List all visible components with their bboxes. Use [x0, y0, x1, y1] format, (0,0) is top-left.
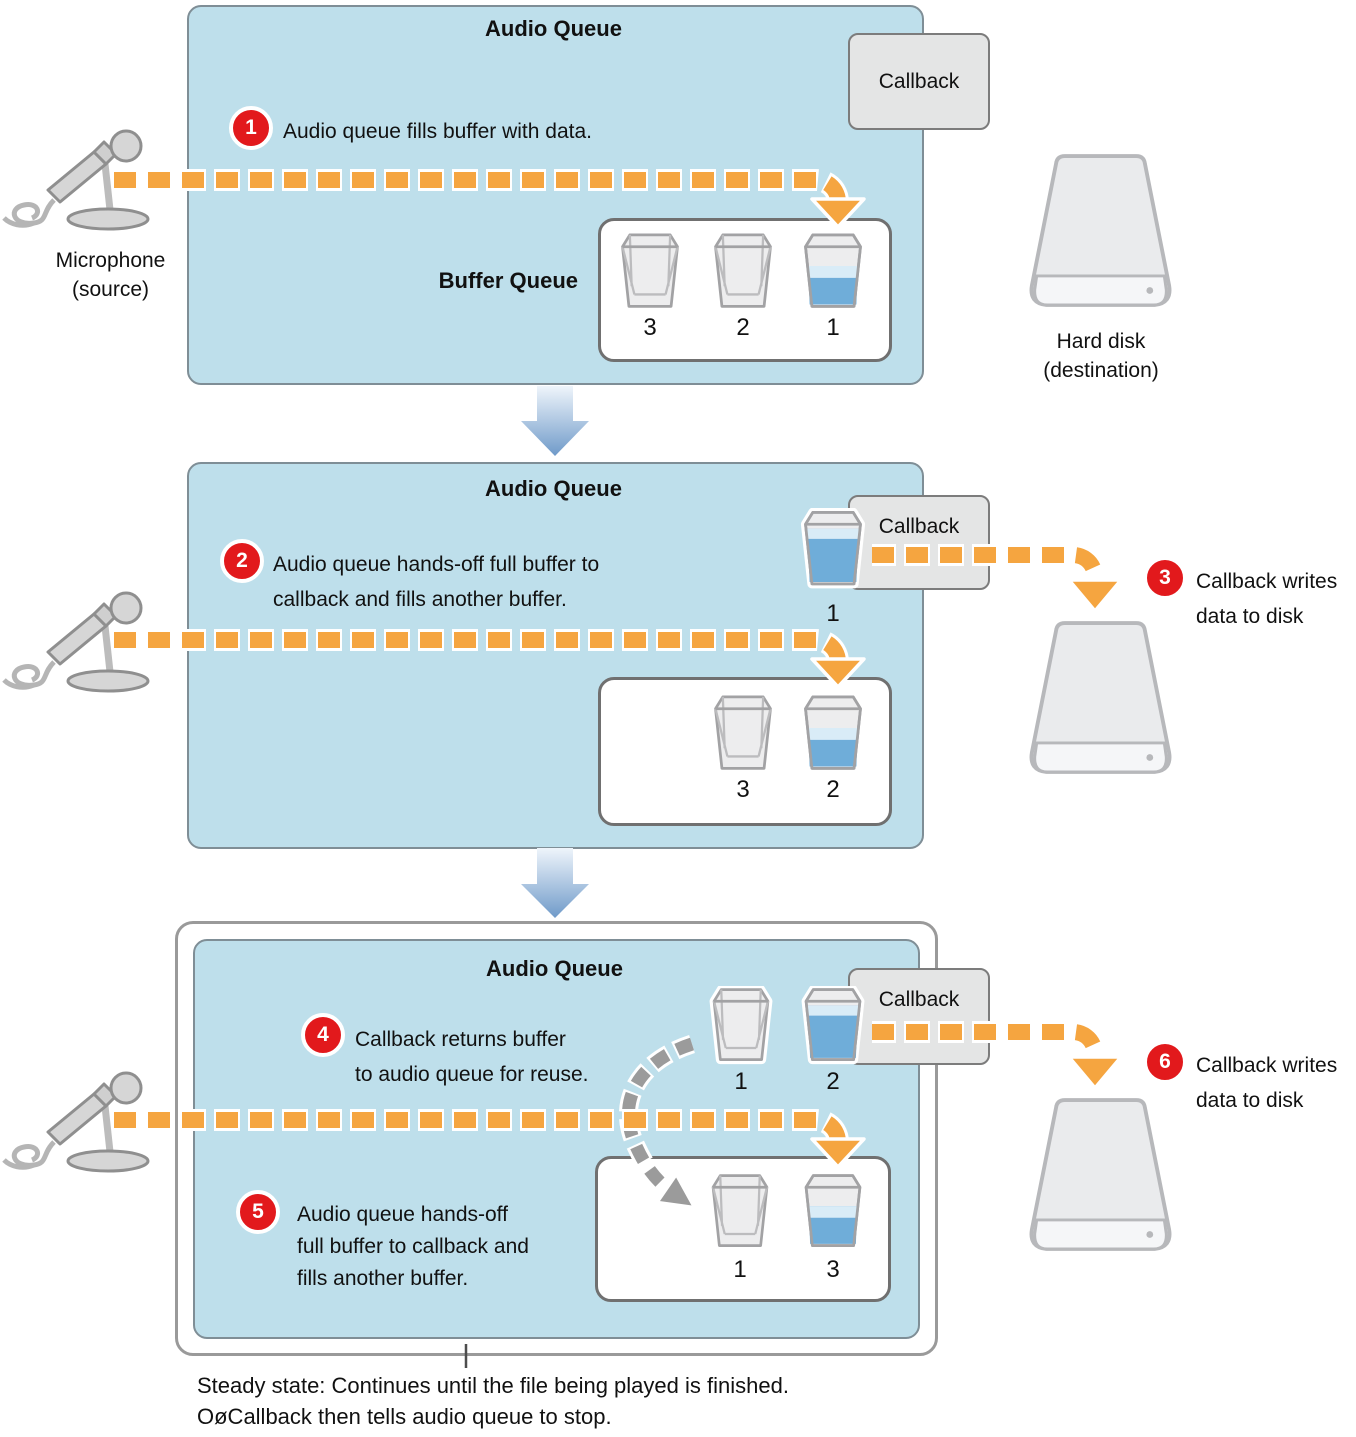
step5-line2: full buffer to callback and: [297, 1235, 529, 1258]
step5-line3: fills another buffer.: [297, 1267, 469, 1290]
buffer2-empty-icon: [710, 231, 776, 312]
step4-line2: to audio queue for reuse.: [355, 1063, 589, 1086]
step2-line2: callback and fills another buffer.: [273, 588, 567, 611]
callback-label-1: Callback: [878, 69, 960, 93]
microphone-icon-2: [2, 584, 162, 694]
step1-text: Audio queue fills buffer with data.: [283, 120, 592, 143]
top-buffer2-label: 2: [826, 1068, 840, 1095]
microphone-label: Microphone (source): [18, 246, 203, 304]
panel2-title: Audio Queue: [485, 476, 622, 501]
step1-badge: 1: [229, 106, 273, 150]
step6-line1: Callback writes: [1196, 1054, 1338, 1077]
step5-text: Audio queue hands-off full buffer to cal…: [297, 1199, 587, 1295]
panel1-title: Audio Queue: [485, 16, 622, 41]
microphone-label-line2: (source): [71, 278, 150, 301]
step2-badge: 2: [220, 539, 264, 583]
buffer2-partial-icon-2: [800, 693, 866, 774]
buffer1-partial-icon: [800, 231, 866, 312]
steady-state-caption: Steady state: Continues until the file b…: [197, 1370, 1117, 1432]
callback-label-2: Callback: [878, 515, 960, 538]
hard-disk-icon-1: [1028, 152, 1173, 312]
step3-text: Callback writes data to disk: [1196, 564, 1356, 634]
hard-disk-label-line2: (destination): [1043, 359, 1159, 382]
arrowhead-down-3: [1067, 578, 1123, 613]
buffer1-label: 1: [826, 314, 840, 341]
panel2-to-panel3-arrow: [521, 848, 589, 918]
hard-disk-icon-3: [1028, 1096, 1173, 1256]
panel1-to-panel2-arrow: [521, 386, 589, 456]
step3-badge: 3: [1143, 556, 1187, 600]
callback-box-2: Callback: [848, 495, 990, 590]
step6-text: Callback writes data to disk: [1196, 1048, 1356, 1118]
step4-text: Callback returns buffer to audio queue f…: [355, 1022, 655, 1092]
microphone-label-line1: Microphone: [55, 249, 166, 272]
callback-box-3: Callback: [848, 968, 990, 1065]
microphone-icon-3: [2, 1064, 162, 1174]
step3-line2: data to disk: [1196, 605, 1304, 628]
buffer1-label-3: 1: [733, 1256, 747, 1283]
top-buffer1-empty-icon: [708, 986, 774, 1065]
buffer2-label-2: 2: [826, 776, 840, 803]
step4-badge: 4: [301, 1013, 345, 1057]
step5-line1: Audio queue hands-off: [297, 1203, 508, 1226]
step4-line1: Callback returns buffer: [355, 1028, 566, 1051]
callback-label-3: Callback: [878, 988, 960, 1011]
buffer3-empty-icon-2: [710, 693, 776, 774]
panel3-title: Audio Queue: [486, 956, 623, 981]
top-buffer1-label: 1: [734, 1068, 748, 1095]
microphone-icon-1: [2, 122, 162, 232]
buffer3-label: 3: [643, 314, 657, 341]
buffer2-label: 2: [736, 314, 750, 341]
full-buffer1-icon: [800, 508, 866, 590]
buffer3-empty-icon: [617, 231, 683, 312]
arrowhead-down-5: [1067, 1055, 1123, 1090]
hard-disk-label-line1: Hard disk: [1056, 330, 1146, 353]
top-buffer2-full-icon: [800, 986, 866, 1065]
caption-line2: OøCallback then tells audio queue to sto…: [197, 1404, 612, 1429]
buffer-queue-label: Buffer Queue: [438, 268, 578, 293]
hard-disk-icon-2: [1028, 619, 1173, 779]
step6-badge: 6: [1143, 1040, 1187, 1084]
step5-badge: 5: [236, 1190, 280, 1234]
buffer3-partial-icon-3: [800, 1172, 866, 1251]
callback-box-1: Callback: [848, 33, 990, 130]
step3-line1: Callback writes: [1196, 570, 1338, 593]
step6-line2: data to disk: [1196, 1089, 1304, 1112]
hard-disk-label: Hard disk (destination): [1010, 327, 1192, 385]
buffer1-empty-icon-3: [707, 1172, 773, 1251]
step2-line1: Audio queue hands-off full buffer to: [273, 553, 600, 576]
buffer3-label-3: 3: [826, 1256, 840, 1283]
full-buffer1-label: 1: [826, 600, 840, 627]
caption-line1: Steady state: Continues until the file b…: [197, 1373, 789, 1398]
buffer3-label-2: 3: [736, 776, 750, 803]
step2-text: Audio queue hands-off full buffer to cal…: [273, 547, 693, 617]
